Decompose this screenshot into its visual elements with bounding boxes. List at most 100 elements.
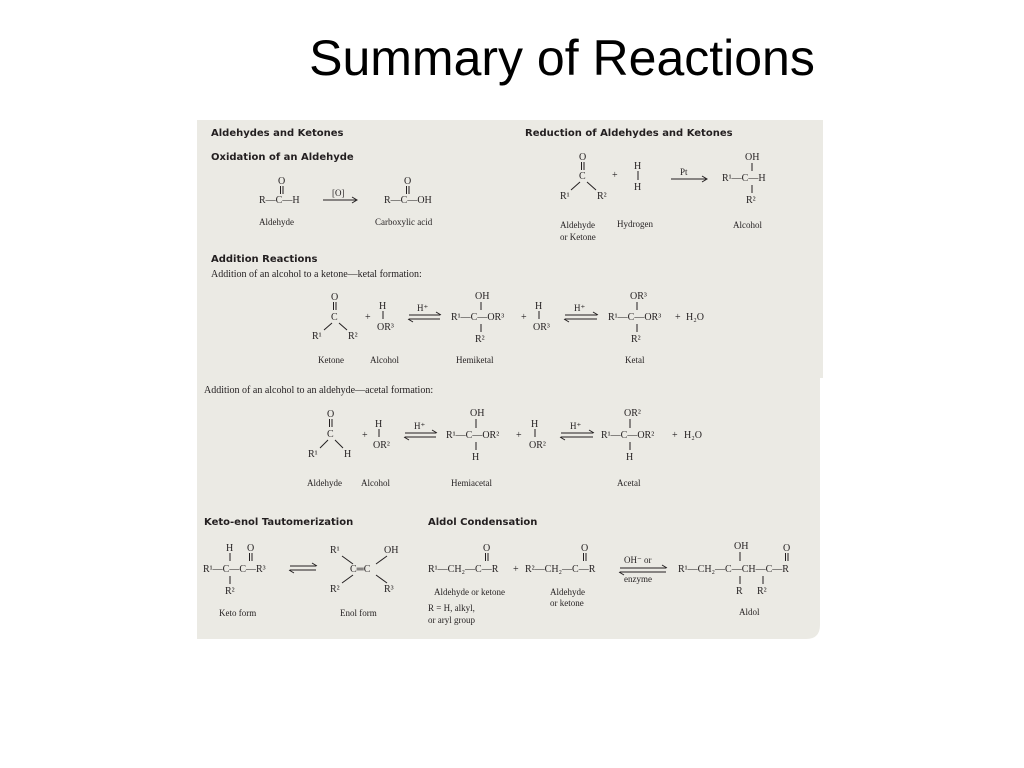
aldehyde-or-ketone-label: or Ketone — [560, 232, 596, 242]
alkoxy-group: OR³ — [630, 291, 647, 302]
r-definition: or aryl group — [428, 615, 475, 625]
acid-catalyst: H⁺ — [574, 303, 585, 313]
aldehyde-or-ketone-label: Aldehyde — [560, 220, 595, 230]
r1-group: R¹ — [308, 449, 318, 460]
plus-sign: + — [516, 430, 522, 441]
base-catalyst: OH⁻ or — [624, 555, 652, 565]
r2-group: R² — [225, 586, 235, 597]
hydrogen-atom: H — [531, 419, 538, 430]
slide-title: Summary of Reactions — [309, 30, 815, 86]
hemiacetal-label: Hemiacetal — [451, 478, 492, 488]
plus-sign: + — [513, 564, 519, 575]
r2-group: R² — [631, 334, 641, 345]
hydroxyl-group: OH — [745, 152, 759, 163]
r2-group: R² — [475, 334, 485, 345]
carboxylic-acid-formula: R—C—OH — [384, 195, 432, 206]
enol-formula: C═C — [350, 564, 371, 575]
acetal-description: Addition of an alcohol to an aldehyde—ac… — [204, 385, 433, 396]
carboxylic-acid-label: Carboxylic acid — [375, 217, 433, 227]
aldol-reactant2-label: or ketone — [550, 598, 584, 608]
hemiacetal-formula: R¹—C—OR² — [446, 430, 499, 441]
carbonyl-oxygen: O — [483, 543, 490, 554]
hydrogen-atom: H — [472, 452, 479, 463]
r2-group: R² — [597, 191, 607, 202]
acid-catalyst: H⁺ — [417, 303, 428, 313]
keto-form-label: Keto form — [219, 608, 256, 618]
oxidation-reagent: [O] — [332, 188, 345, 198]
heading-tautomerization: Keto-enol Tautomerization — [204, 517, 353, 528]
oxidation-reaction: O R—C—H [O] O R—C—OH Aldehyde Carboxylic… — [259, 176, 433, 227]
hemiketal-formula: R¹—C—OR³ — [451, 312, 504, 323]
r1-group: R¹ — [330, 545, 340, 556]
acetal-reaction: O C R¹ H + H OR² H⁺ OH R¹—C—OR² H + H OR… — [307, 408, 702, 488]
alkoxy-group: OR² — [624, 408, 641, 419]
heading-addition: Addition Reactions — [211, 254, 318, 265]
hydroxyl-group: OH — [384, 545, 398, 556]
carbonyl-carbon: C — [331, 312, 338, 323]
alcohol-label: Alcohol — [733, 220, 762, 230]
ketal-formula: R¹—C—OR³ — [608, 312, 661, 323]
hemiketal-label: Hemiketal — [456, 355, 494, 365]
aldehyde-label: Aldehyde — [307, 478, 342, 488]
hydroxyl-group: OH — [734, 541, 748, 552]
aldol-product-formula: R¹—CH₂—C—CH—C—R — [678, 564, 789, 575]
hydrogen-label: Hydrogen — [617, 219, 653, 229]
hydroxyl-group: OH — [470, 408, 484, 419]
acetal-label: Acetal — [617, 478, 641, 488]
r-definition: R = H, alkyl, — [428, 603, 475, 613]
heading-aldehydes-ketones: Aldehydes and Ketones — [211, 128, 344, 139]
carbonyl-oxygen: O — [278, 176, 285, 187]
reduction-reaction: O C R¹ R² + H H Pt OH R¹—C—H R² Aldehyde… — [560, 152, 766, 242]
carbonyl-oxygen: O — [581, 543, 588, 554]
hydrogen-atom: H — [375, 419, 382, 430]
hydrogen-atom: H — [226, 543, 233, 554]
ketone-label: Ketone — [318, 355, 344, 365]
plus-sign: + — [362, 430, 368, 441]
alkoxy-group: OR³ — [377, 322, 394, 333]
aldol-reactant2-formula: R²—CH₂—C—R — [525, 564, 596, 575]
plus-sign: + — [521, 312, 527, 323]
hydrogen-atom: H — [626, 452, 633, 463]
tautomerization-reaction: H O R¹—C—C—R³ R² R¹ OH C═C R² R³ Keto fo… — [203, 543, 398, 618]
plus-sign: + — [365, 312, 371, 323]
alcohol-formula: R¹—C—H — [722, 173, 766, 184]
acetal-formula: R¹—C—OR² — [601, 430, 654, 441]
enol-form-label: Enol form — [340, 608, 377, 618]
r1-group: R¹ — [560, 191, 570, 202]
ketal-description: Addition of an alcohol to a ketone—ketal… — [211, 269, 422, 280]
platinum-catalyst: Pt — [680, 167, 688, 177]
r2-group: R² — [348, 331, 358, 342]
hydrogen-atom: H — [379, 301, 386, 312]
alcohol-label: Alcohol — [370, 355, 399, 365]
water: H₂O — [684, 430, 702, 441]
aldol-reactant2-label: Aldehyde — [550, 587, 585, 597]
ketal-label: Ketal — [625, 355, 645, 365]
acid-catalyst: H⁺ — [570, 421, 581, 431]
hydrogen-atom: H — [535, 301, 542, 312]
plus-sign: + — [672, 430, 678, 441]
heading-oxidation: Oxidation of an Aldehyde — [211, 152, 354, 163]
panel-background — [197, 120, 823, 639]
acid-catalyst: H⁺ — [414, 421, 425, 431]
plus-sign: + — [612, 170, 618, 181]
carbonyl-oxygen: O — [404, 176, 411, 187]
r-group: R — [736, 586, 743, 597]
alkoxy-group: OR² — [373, 440, 390, 451]
hydrogen-atom: H — [344, 449, 351, 460]
aldol-reaction: O R¹—CH₂—C—R + O R²—CH₂—C—R OH⁻ or enzym… — [428, 541, 790, 625]
aldol-reactant-formula: R¹—CH₂—C—R — [428, 564, 499, 575]
carbonyl-oxygen: O — [327, 409, 334, 420]
carbonyl-carbon: C — [327, 429, 334, 440]
water: H₂O — [686, 312, 704, 323]
r3-group: R³ — [384, 584, 394, 595]
carbonyl-oxygen: O — [783, 543, 790, 554]
r2-group: R² — [757, 586, 767, 597]
r2-group: R² — [330, 584, 340, 595]
r1-group: R¹ — [312, 331, 322, 342]
carbonyl-oxygen: O — [579, 152, 586, 163]
keto-formula: R¹—C—C—R³ — [203, 564, 266, 575]
carbonyl-oxygen: O — [331, 292, 338, 303]
alcohol-label: Alcohol — [361, 478, 390, 488]
hydrogen-atom: H — [634, 161, 641, 172]
